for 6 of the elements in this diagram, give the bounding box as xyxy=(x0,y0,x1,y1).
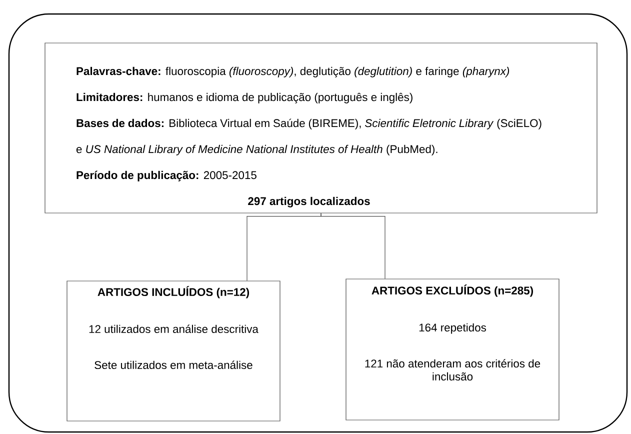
connector-line xyxy=(246,213,322,281)
search-criteria-box: Palavras-chave: fluoroscopia (fluoroscopy), deglutição (deglutition) e faringe (pharynx) Limitadores: humanos e idioma de publicação (português e inglês) Bases de dados: Biblioteca Virtual em Saúde (BIREME), Scientific Eletronic Library (SciELO) e US National Library of Medicine National Institutes of Health (PubMed). Período de publicação: 2005-2015 297 artigos localizados xyxy=(44,42,598,214)
rounded-frame xyxy=(8,13,628,433)
connector-line xyxy=(320,213,386,279)
result-box: ARTIGOS EXCLUÍDOS (n=285) 164 repetidos 121 não atenderam aos critérios de inclusão xyxy=(346,278,560,420)
result-box: ARTIGOS INCLUÍDOS (n=12) 12 utilizados em análise descritiva Sete utilizados em meta-análise xyxy=(66,280,280,422)
